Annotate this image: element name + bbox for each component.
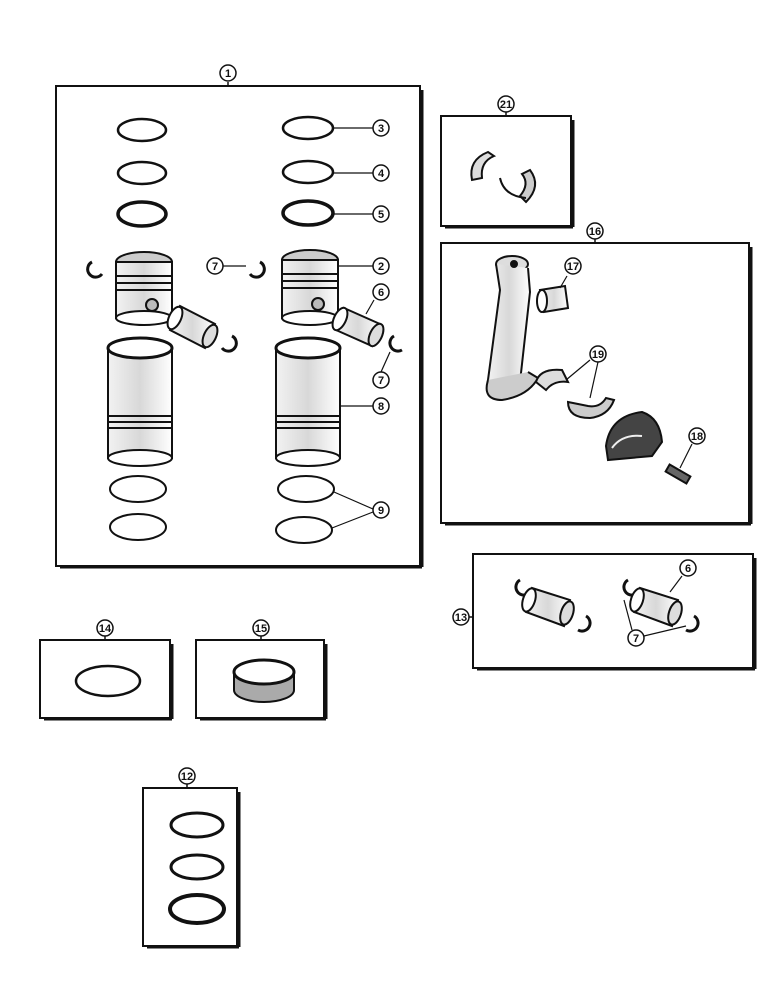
piston-icon xyxy=(281,249,339,326)
callout-7: 7 xyxy=(372,351,391,389)
callout-6: 6 xyxy=(669,559,697,593)
pin-kit-panel xyxy=(472,553,757,671)
svg-text:2: 2 xyxy=(378,261,384,273)
sleeve-kit-panel xyxy=(195,639,328,721)
svg-text:7: 7 xyxy=(212,261,218,273)
rod-bearing-icon xyxy=(534,368,616,420)
piston-ring-icon xyxy=(281,115,335,227)
main-kit-panel xyxy=(55,85,424,569)
svg-text:6: 6 xyxy=(378,287,384,299)
callout-3: 3 xyxy=(333,119,390,137)
svg-text:7: 7 xyxy=(378,375,384,387)
callout-7: 7 xyxy=(206,257,246,275)
pin-kit-label: 13 xyxy=(452,608,473,626)
connecting-rod-icon xyxy=(485,255,540,402)
svg-text:8: 8 xyxy=(378,401,384,413)
main-kit-label: 1 xyxy=(219,64,237,86)
cylinder-sleeve-icon xyxy=(274,336,342,467)
seal-kit-panel xyxy=(39,639,174,721)
seal-kit-label: 14 xyxy=(96,619,114,640)
svg-text:3: 3 xyxy=(378,123,384,135)
o-ring-icon xyxy=(109,475,335,544)
callout-9: 9 xyxy=(331,491,390,529)
callout-6: 6 xyxy=(365,283,390,315)
piston-pin-icon xyxy=(331,306,385,348)
piston-pin-icon xyxy=(629,586,683,628)
svg-text:13: 13 xyxy=(455,612,467,624)
piston-pin-icon xyxy=(166,304,219,350)
sleeve-ring-icon xyxy=(232,658,296,703)
rod-cap-icon xyxy=(604,410,664,462)
svg-text:14: 14 xyxy=(99,623,112,635)
svg-text:9: 9 xyxy=(378,505,384,517)
ring-kit-panel xyxy=(142,787,241,949)
rod-bushing-icon xyxy=(536,284,570,314)
callout-18: 18 xyxy=(679,427,706,469)
callout-4: 4 xyxy=(333,164,390,182)
callout-17: 17 xyxy=(559,257,582,289)
svg-text:1: 1 xyxy=(225,68,231,80)
cylinder-sleeve-icon xyxy=(106,336,174,467)
svg-text:7: 7 xyxy=(633,633,639,645)
rod-bolt-icon xyxy=(664,463,692,485)
svg-text:6: 6 xyxy=(685,563,691,575)
sleeve-kit-label: 15 xyxy=(252,619,270,640)
piston-icon xyxy=(115,251,173,326)
snap-ring-icon xyxy=(86,260,403,353)
callout-19: 19 xyxy=(565,345,607,399)
piston-ring-icon xyxy=(116,117,168,228)
svg-text:17: 17 xyxy=(567,261,579,273)
callout-5: 5 xyxy=(333,205,390,223)
svg-text:19: 19 xyxy=(592,349,604,361)
bearing-shell-icon xyxy=(470,150,537,204)
piston-pin-icon xyxy=(521,586,575,628)
bearing-kit-panel xyxy=(440,115,575,229)
piston-ring-icon xyxy=(168,811,226,925)
ring-kit-label: 12 xyxy=(178,767,196,788)
svg-text:12: 12 xyxy=(181,771,193,783)
svg-text:4: 4 xyxy=(378,168,385,180)
svg-text:15: 15 xyxy=(255,623,267,635)
svg-text:5: 5 xyxy=(378,209,384,221)
bearing-kit-label: 21 xyxy=(497,95,515,116)
callout-2: 2 xyxy=(338,257,390,275)
callout-8: 8 xyxy=(340,397,390,415)
o-ring-icon xyxy=(74,664,142,698)
callout-7: 7 xyxy=(623,599,687,647)
svg-text:18: 18 xyxy=(691,431,703,443)
svg-text:21: 21 xyxy=(500,99,512,111)
rod-kit-label: 16 xyxy=(586,222,604,243)
svg-text:16: 16 xyxy=(589,226,601,238)
